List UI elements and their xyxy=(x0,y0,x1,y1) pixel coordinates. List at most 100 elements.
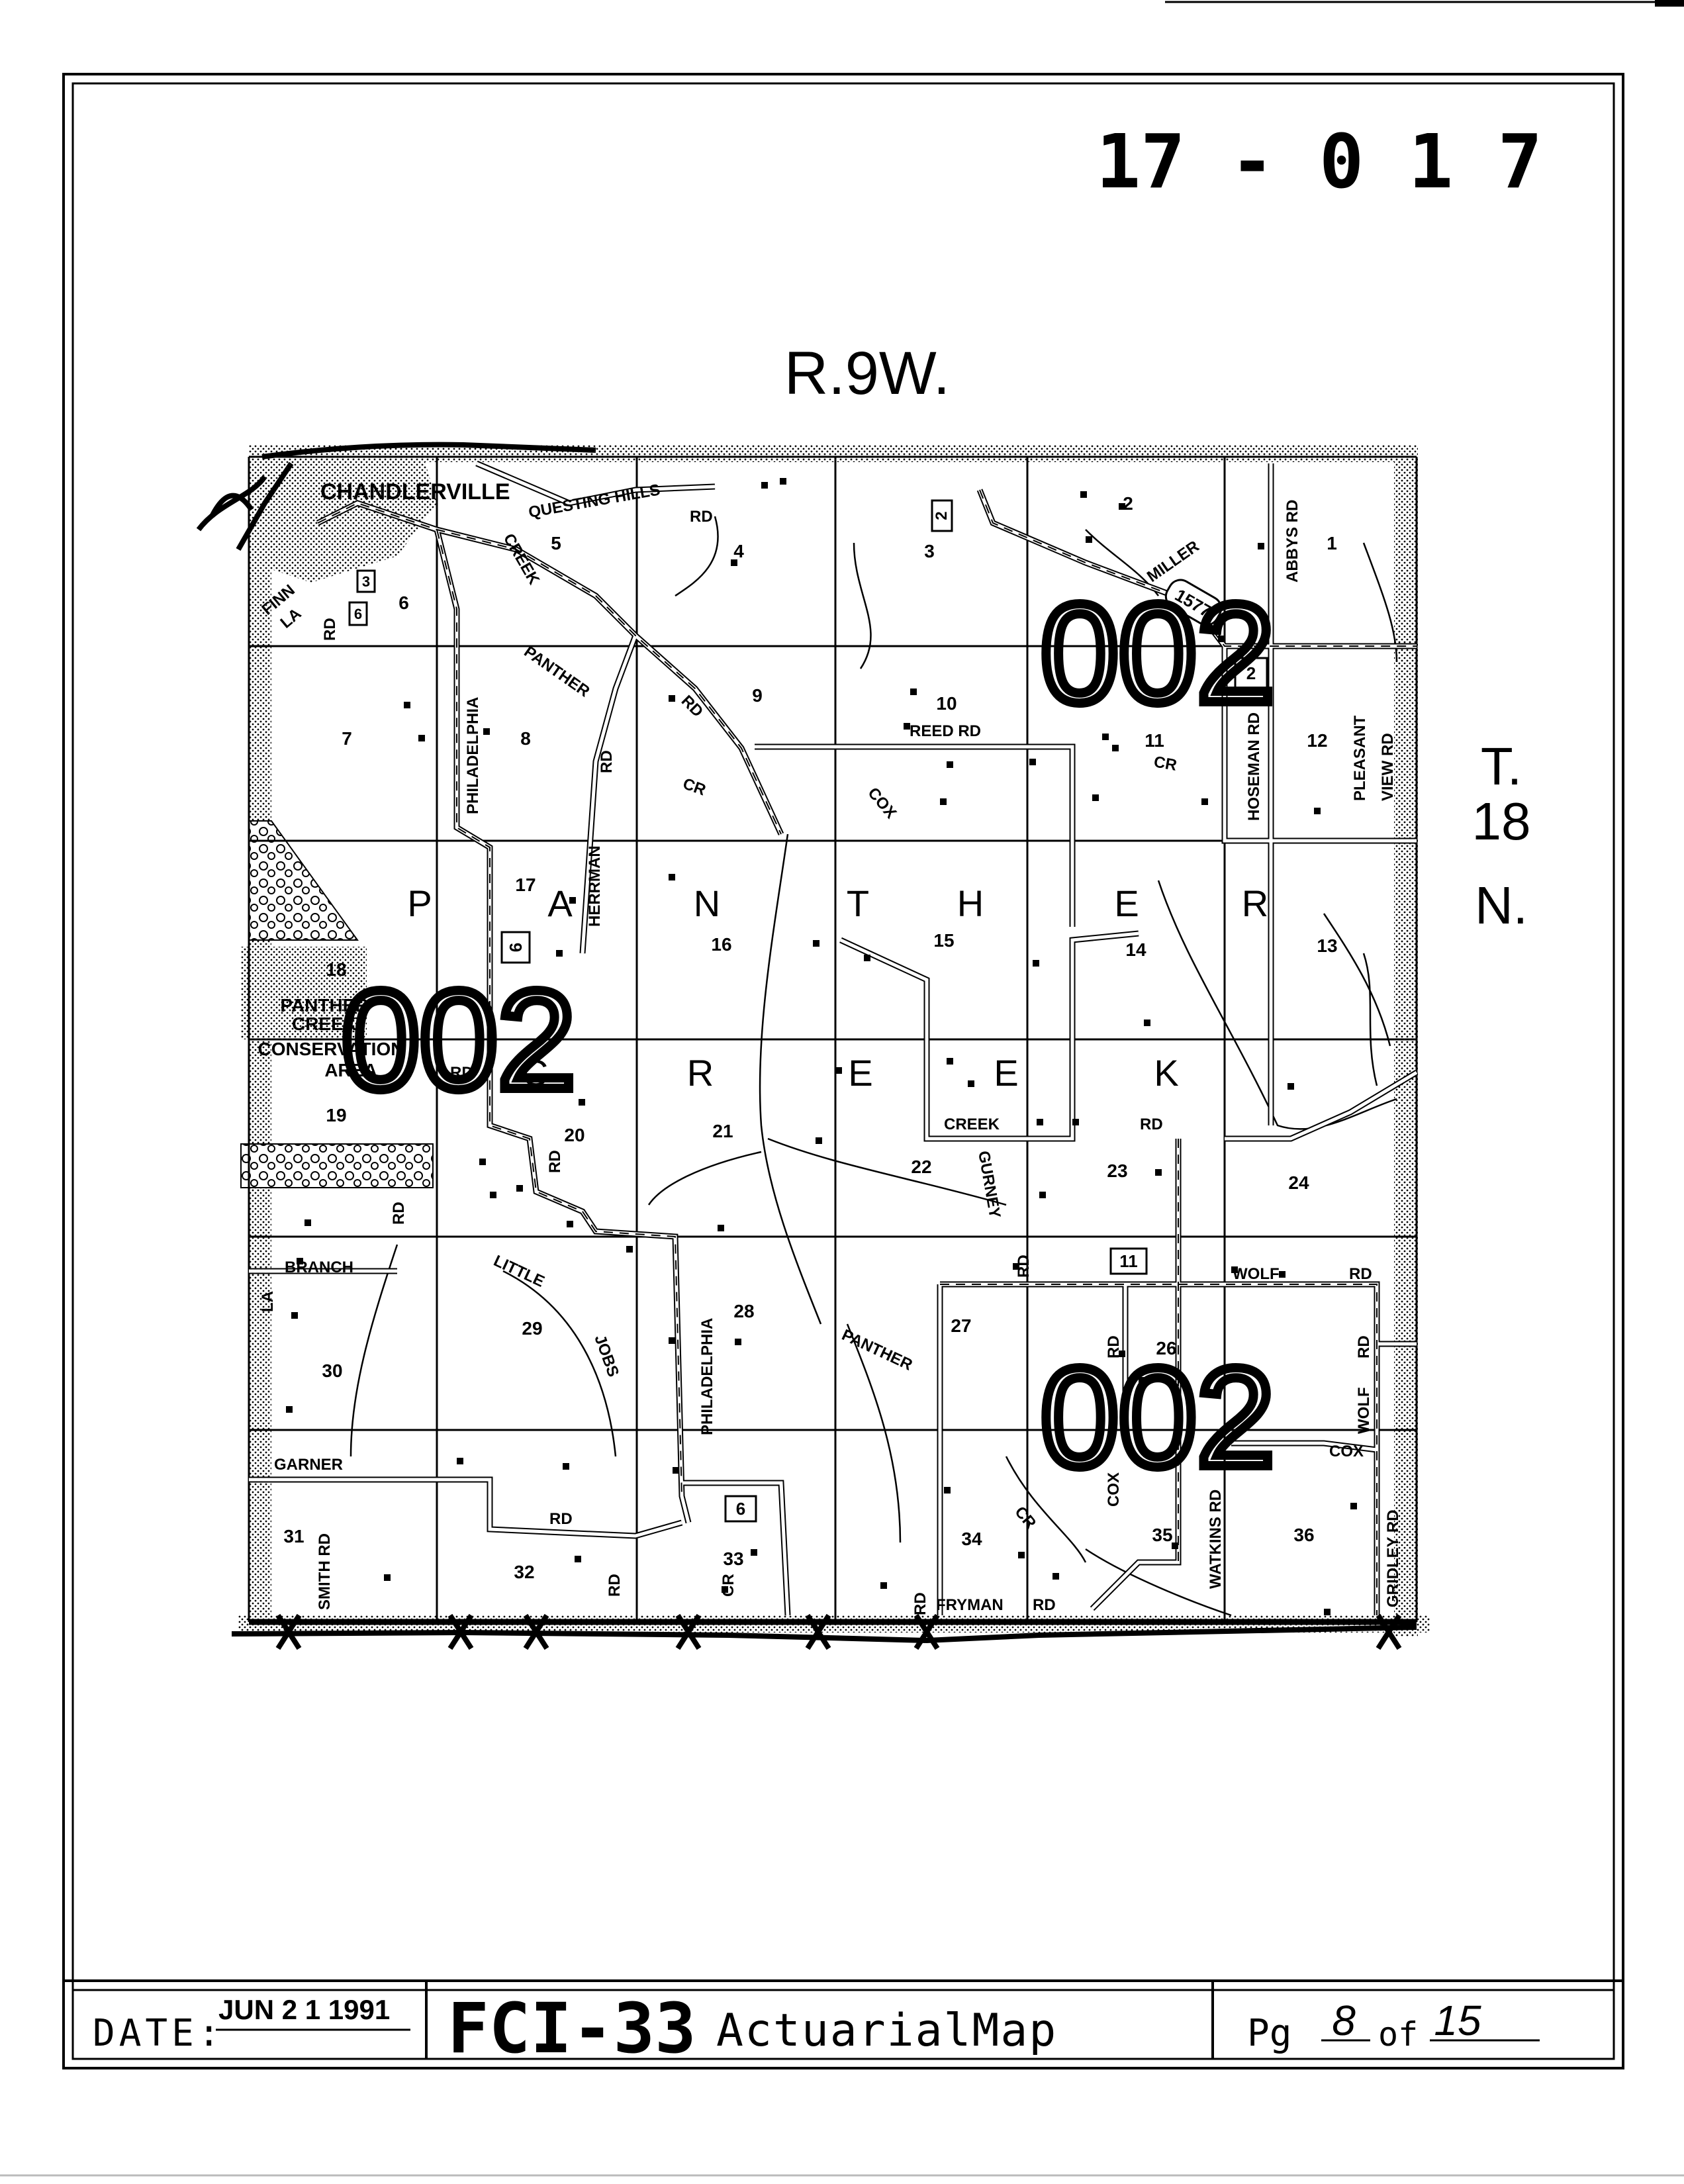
road-label-branch: BRANCH xyxy=(285,1258,353,1276)
conservation-area-label: PANTHER CREEK CONSERVATION AREA xyxy=(258,995,404,1080)
road-label-philadelphia-north: PHILADELPHIA xyxy=(464,697,482,814)
section-36: 36 xyxy=(1293,1525,1314,1545)
section-35: 35 xyxy=(1152,1525,1172,1545)
road-label-south-rd: RD xyxy=(912,1592,929,1615)
conservation-line-2: CREEK xyxy=(292,1014,357,1034)
page-number: 8 xyxy=(1332,1997,1356,2044)
section-numbers: 1 2 3 4 5 6 7 8 9 10 11 12 13 14 15 16 1… xyxy=(283,493,1337,1582)
section-10: 10 xyxy=(936,693,957,714)
roads-centerline xyxy=(317,489,1417,1615)
date-label: DATE: xyxy=(93,2012,224,2055)
township-letter-6: E xyxy=(1114,882,1139,924)
township-letter-1: P xyxy=(407,882,432,924)
section-20: 20 xyxy=(564,1125,585,1145)
section-4: 4 xyxy=(733,541,744,561)
road-label-philadelphia-south: PHILADELPHIA xyxy=(698,1318,716,1435)
section-grid xyxy=(248,455,1418,1623)
section-30: 30 xyxy=(322,1360,342,1381)
chandlerville-town-area xyxy=(265,457,437,583)
section-19: 19 xyxy=(326,1105,346,1125)
territory-codes: 002 002 002 xyxy=(337,570,1280,1500)
road-label-herrman-rd: RD xyxy=(598,750,616,773)
road-label-finn-rd: RD xyxy=(321,618,339,641)
conservation-line-1: PANTHER xyxy=(280,995,368,1016)
road-label-branch-la: LA xyxy=(259,1291,277,1312)
handdrawn-boundary xyxy=(196,442,1417,1650)
section-26: 26 xyxy=(1156,1338,1176,1358)
road-label-wolf-rd-east: RD xyxy=(1355,1335,1373,1358)
wooded-area xyxy=(240,1143,434,1188)
road-label-hoseman-rd: HOSEMAN RD xyxy=(1245,712,1263,821)
shield-route-3: 3 xyxy=(362,573,370,590)
shield-route-6-north: 6 xyxy=(354,606,362,622)
township-letter-12: K xyxy=(1154,1052,1178,1094)
township-letter-10: E xyxy=(848,1052,872,1094)
road-label-herrman-south-rd: RD xyxy=(546,1150,564,1173)
road-label-fryman: FRYMAN xyxy=(936,1596,1004,1614)
range-label: R.9W. xyxy=(784,340,950,407)
shield-route-2-east: 2 xyxy=(1246,663,1256,683)
township-letter-4: T xyxy=(847,882,869,924)
road-label-cox: COX xyxy=(864,784,900,822)
map-border-right xyxy=(1394,445,1418,1637)
territory-code-west: 002 xyxy=(342,961,576,1118)
form-title: ActuarialMap xyxy=(716,2005,1057,2057)
shield-route-2-north: 2 xyxy=(933,511,951,520)
township-label-num: 18 xyxy=(1472,792,1531,851)
conservation-area-stipple xyxy=(241,947,367,1039)
section-28: 28 xyxy=(733,1301,754,1321)
section-22: 22 xyxy=(911,1157,931,1177)
township-name: P A N T H E R C R E E K xyxy=(407,882,1268,1094)
map-border-top xyxy=(249,445,1414,462)
section-14: 14 xyxy=(1125,939,1146,960)
road-label-questing-rd: RD xyxy=(690,508,713,526)
section-31: 31 xyxy=(283,1526,304,1546)
structure-markers xyxy=(286,478,1357,1615)
conservation-line-3: CONSERVATION xyxy=(258,1039,404,1059)
road-label-gurney: GURNEY xyxy=(974,1149,1004,1219)
road-label-branch-rd: RD xyxy=(390,1202,408,1225)
page-prefix: Pg xyxy=(1247,2012,1291,2055)
section-17: 17 xyxy=(515,875,536,895)
section-18: 18 xyxy=(326,959,346,980)
township-map: 1 2 3 4 5 6 7 8 9 10 11 12 13 14 15 16 1… xyxy=(196,442,1430,1650)
section-2: 2 xyxy=(1123,493,1133,514)
road-label-conservation-rd: RD xyxy=(450,1064,473,1082)
shield-route-6-mid: 6 xyxy=(506,943,526,952)
section-21: 21 xyxy=(712,1121,733,1141)
section-1: 1 xyxy=(1327,533,1337,553)
road-label-wolf-rd: RD xyxy=(1349,1265,1372,1283)
title-block: DATE: JUN 2 1 1991 FCI-33 ActuarialMap P… xyxy=(64,1979,1623,2069)
road-label-panther-cr: CR xyxy=(680,775,708,799)
township-letter-11: E xyxy=(994,1052,1018,1094)
road-label-panther: PANTHER xyxy=(521,643,593,701)
road-label-reed-rd: REED RD xyxy=(910,722,981,740)
road-label-cox-west: COX xyxy=(1105,1472,1123,1507)
township-letter-8: C xyxy=(522,1052,548,1094)
road-label-fryman-rd: RD xyxy=(1033,1596,1056,1614)
shield-route-6-south: 6 xyxy=(736,1499,745,1519)
section-9: 9 xyxy=(752,685,763,706)
township-label-n: N. xyxy=(1475,876,1528,935)
road-label-creek-rd-rd: RD xyxy=(1140,1116,1163,1133)
territory-code-northeast: 002 xyxy=(1041,575,1275,732)
road-label-pleasant: PLEASANT xyxy=(1351,715,1369,801)
section-29: 29 xyxy=(522,1318,542,1339)
road-label-cox-cr: CR xyxy=(1152,753,1178,775)
road-label-herrman: HERRMAN xyxy=(586,845,604,927)
township-letter-3: N xyxy=(694,882,720,924)
shield-route-11: 11 xyxy=(1119,1251,1138,1271)
date-value: JUN 2 1 1991 xyxy=(218,1994,390,2025)
section-5: 5 xyxy=(551,533,561,553)
road-label-little: LITTLE xyxy=(491,1252,547,1291)
road-label-wolf-east: WOLF xyxy=(1355,1387,1373,1434)
road-label-cr-south: CR xyxy=(720,1574,737,1597)
section-7: 7 xyxy=(342,728,352,749)
creeks xyxy=(350,516,1398,1617)
section-33: 33 xyxy=(723,1548,743,1569)
section-27: 27 xyxy=(951,1315,971,1336)
conservation-woods xyxy=(248,820,359,941)
road-label-questing-hills: QUESTING HILLS xyxy=(527,481,661,522)
road-label-abbys-rd: ABBYS RD xyxy=(1284,500,1301,583)
